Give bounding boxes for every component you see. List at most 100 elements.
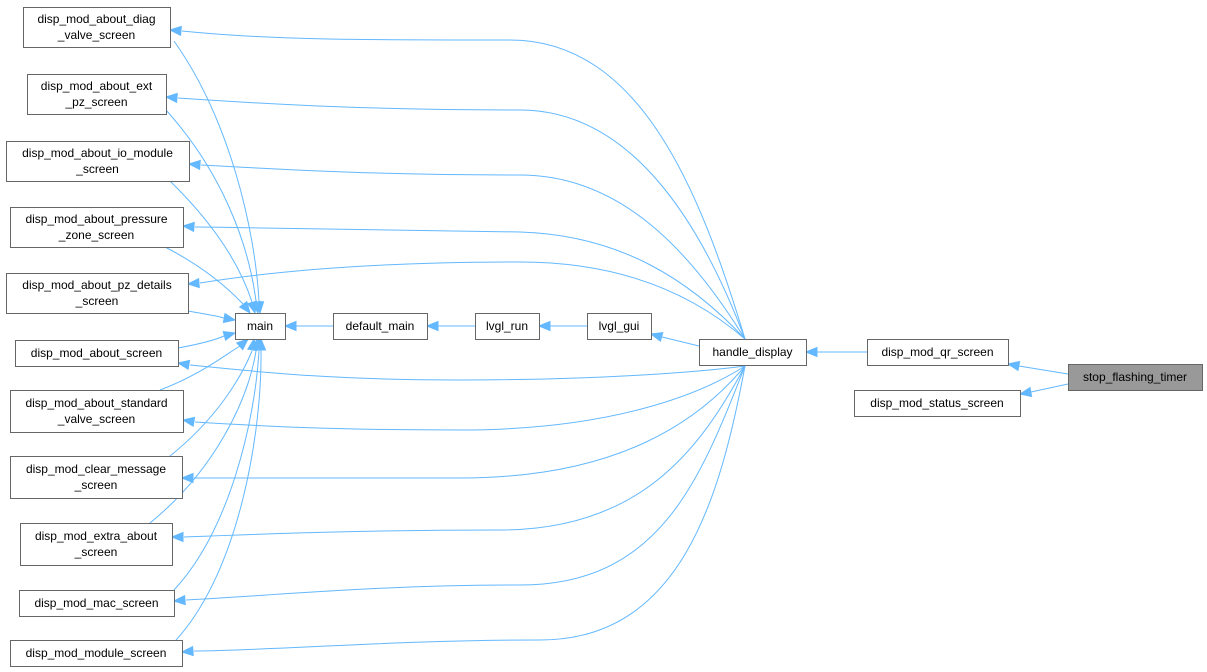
node-extra[interactable]: disp_mod_extra_about _screen	[20, 523, 173, 566]
node-label: disp_mod_module_screen	[26, 646, 167, 660]
node-label: _pz_screen	[64, 95, 127, 109]
node-module[interactable]: disp_mod_module_screen	[10, 640, 183, 667]
arrowhead	[181, 416, 196, 428]
arrowhead	[168, 25, 182, 37]
node-io[interactable]: disp_mod_about_io_module _screen	[6, 141, 190, 182]
node-label: disp_mod_about_pressure	[25, 212, 167, 226]
edge-pzdet-main	[187, 310, 237, 324]
node-box	[333, 313, 428, 340]
node-box	[6, 273, 189, 314]
edge-hd-mac	[172, 365, 746, 606]
node-box	[1068, 364, 1203, 391]
arrowhead	[176, 359, 191, 371]
arrowhead	[187, 159, 201, 171]
node-label: disp_mod_qr_screen	[881, 345, 993, 359]
node-box	[19, 590, 175, 617]
nodes-layer: disp_mod_about_diag_valve_screendisp_mod…	[6, 7, 1203, 667]
node-label: disp_mod_status_screen	[870, 396, 1003, 410]
node-status[interactable]: disp_mod_status_screen	[854, 390, 1021, 417]
edge-hd-about	[176, 359, 746, 381]
node-label: default_main	[346, 319, 415, 333]
edges-layer	[149, 25, 1069, 657]
node-box	[235, 313, 286, 340]
node-std[interactable]: disp_mod_about_standard _valve_screen	[10, 390, 184, 433]
node-label: _screen	[75, 294, 119, 308]
edge-hd-diag	[168, 25, 746, 340]
edge-hd-module	[180, 365, 746, 657]
node-pzdet[interactable]: disp_mod_about_pz_details _screen	[6, 273, 189, 314]
node-box	[27, 74, 167, 115]
node-ext[interactable]: disp_mod_about_ext _pz_screen	[27, 74, 167, 115]
edge-hd-pressure	[181, 221, 746, 340]
edge-hd-io	[187, 159, 746, 340]
node-mac[interactable]: disp_mod_mac_screen	[19, 590, 175, 617]
node-label: disp_mod_about_io_module	[22, 146, 173, 160]
edge-hd-pzdet	[186, 261, 746, 340]
arrowhead	[1018, 386, 1033, 398]
edge-module-main	[175, 337, 267, 641]
node-box	[10, 390, 184, 433]
node-label: disp_mod_extra_about	[35, 529, 158, 543]
arrowhead	[283, 320, 297, 332]
edge-dm-main	[283, 320, 333, 332]
node-label: disp_mod_mac_screen	[34, 596, 158, 610]
node-default-main[interactable]: default_main	[333, 313, 428, 340]
arrowhead	[180, 472, 194, 484]
node-lvgl-run[interactable]: lvgl_run	[475, 313, 540, 340]
node-box	[20, 523, 173, 566]
arrowhead	[235, 338, 249, 351]
node-label: lvgl_gui	[599, 319, 640, 333]
arrowhead	[170, 531, 184, 543]
arrowhead	[1006, 360, 1021, 372]
node-label: disp_mod_about_screen	[31, 346, 162, 360]
node-label: disp_mod_about_standard	[25, 396, 167, 410]
node-label: _valve_screen	[57, 28, 135, 42]
node-label: _screen	[75, 162, 119, 176]
node-diag[interactable]: disp_mod_about_diag _valve_screen	[23, 7, 171, 48]
edge-std-main	[159, 338, 249, 391]
node-label: disp_mod_about_pz_details	[22, 278, 171, 292]
node-stop[interactable]: stop_flashing_timer	[1068, 364, 1203, 391]
arrowhead	[181, 221, 195, 233]
edge-qr-hd	[804, 346, 867, 358]
node-clear[interactable]: disp_mod_clear_message_screen	[10, 456, 183, 499]
node-box	[6, 141, 190, 182]
arrowhead	[255, 337, 267, 351]
node-label: lvgl_run	[486, 319, 528, 333]
arrowhead	[537, 320, 551, 332]
arrowhead	[246, 300, 257, 315]
node-pressure[interactable]: disp_mod_about_pressure _zone_screen	[10, 207, 184, 248]
edge-lrun-dm	[425, 320, 475, 332]
node-box	[10, 207, 184, 248]
arrowhead	[425, 320, 439, 332]
node-label: disp_mod_about_diag	[37, 12, 155, 26]
node-label: _valve_screen	[57, 412, 135, 426]
node-label: _zone_screen	[58, 228, 134, 242]
node-box	[854, 390, 1021, 417]
arrowhead	[238, 300, 251, 315]
arrowhead	[222, 312, 237, 324]
edge-hd-lgui	[649, 332, 700, 347]
arrowhead	[186, 277, 200, 289]
node-about[interactable]: disp_mod_about_screen	[15, 340, 179, 367]
node-box	[10, 456, 183, 499]
node-box	[867, 339, 1009, 366]
arrowhead	[222, 331, 237, 342]
edge-hd-extra	[170, 365, 746, 543]
node-label: _screen	[74, 478, 118, 492]
node-label: stop_flashing_timer	[1083, 370, 1187, 384]
edge-about-main	[177, 331, 237, 349]
node-main[interactable]: main	[235, 313, 286, 340]
node-qr[interactable]: disp_mod_qr_screen	[867, 339, 1009, 366]
node-handle-display[interactable]: handle_display	[699, 339, 807, 366]
node-label: _screen	[74, 545, 118, 559]
arrowhead	[649, 332, 664, 343]
edge-stop-status	[1018, 383, 1069, 398]
edge-hd-ext	[164, 92, 746, 340]
node-lvgl-gui[interactable]: lvgl_gui	[587, 313, 652, 340]
node-box	[15, 340, 179, 367]
arrowhead	[172, 594, 186, 606]
node-label: disp_mod_about_ext	[41, 79, 153, 93]
edge-stop-qr	[1006, 360, 1069, 375]
